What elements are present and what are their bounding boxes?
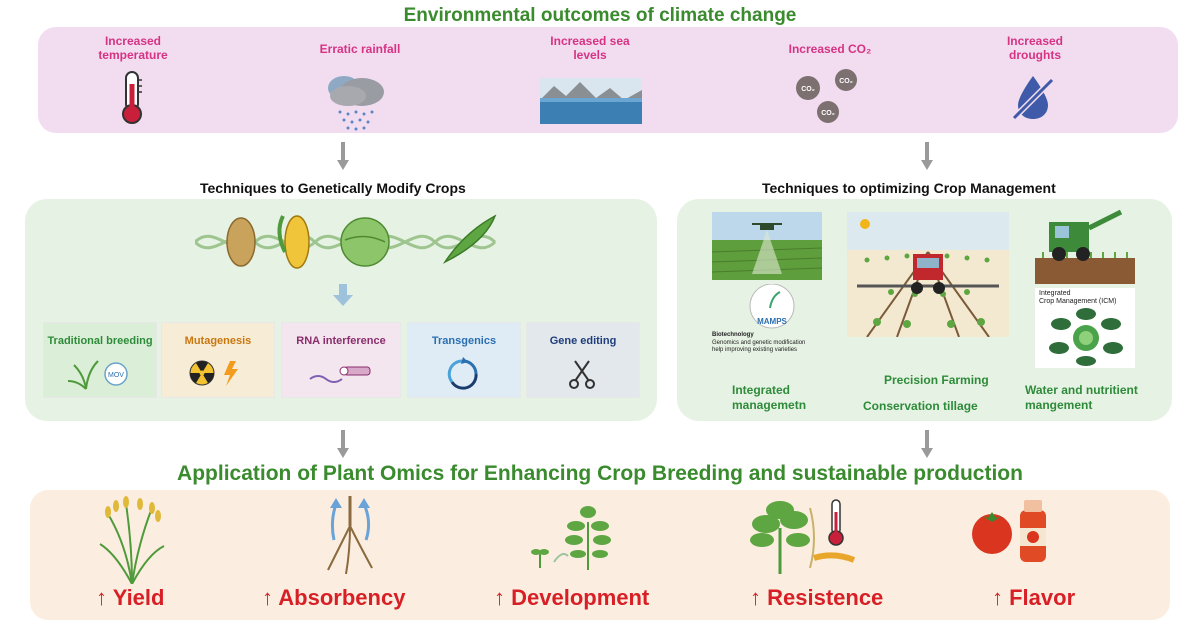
dna-crops-illustration	[195, 214, 497, 269]
page-title: Environmental outcomes of climate change	[403, 5, 797, 26]
technique-label: Gene editing	[549, 335, 617, 347]
down-arrow-icon	[333, 284, 353, 306]
down-arrow-icon	[337, 430, 349, 458]
section-title-genetic: Techniques to Genetically Modify Crops	[200, 180, 466, 196]
outcome-resistence: ↑ Resistence	[750, 585, 884, 610]
wheat-grain-icon	[226, 217, 256, 267]
down-arrow-icon	[921, 142, 933, 170]
application-title: Application of Plant Omics for Enhancing…	[177, 462, 1023, 485]
env-label-rainfall: Erratic rainfall	[319, 42, 401, 56]
icm-title-line1: Integrated	[1039, 290, 1071, 297]
scissors-icon	[569, 360, 595, 389]
env-label-temperature: Increased temperature	[98, 34, 168, 62]
stress-resistance-icon	[750, 499, 856, 574]
biotech-heading: Biotechnology	[712, 332, 754, 338]
biotech-body: Genomics and genetic modification help i…	[712, 340, 806, 353]
outcome-yield: ↑ Yield	[96, 585, 165, 610]
cycle-icon	[447, 357, 478, 390]
co2-icon: CO₂ CO₂ CO₂	[796, 69, 857, 123]
badge-text: MOV	[108, 372, 124, 379]
pea-pod-icon	[442, 214, 497, 264]
cabbage-icon	[340, 217, 390, 267]
corn-icon	[284, 215, 310, 269]
icm-diagram: Integrated Crop Management (ICM)	[1035, 288, 1135, 368]
thermometer-icon	[122, 71, 142, 124]
plant-development-icon	[531, 506, 611, 570]
tomato-juice-icon	[972, 500, 1046, 562]
drone-field-image	[712, 212, 822, 280]
biotech-logo-icon: MAMPS	[749, 284, 795, 329]
no-water-icon	[1011, 76, 1055, 121]
env-label-co2: Increased CO₂	[788, 42, 872, 56]
down-arrow-icon	[921, 430, 933, 458]
section-title-management: Techniques to optimizing Crop Management	[762, 180, 1056, 196]
sea-level-icon	[540, 78, 642, 124]
rice-plant-icon	[99, 496, 165, 584]
technique-label: RNA interference	[296, 335, 386, 347]
down-arrow-icon	[337, 142, 349, 170]
label-precision-farming: Precision Farming	[884, 373, 989, 387]
icm-title-line2: Crop Management (ICM)	[1039, 298, 1117, 305]
technique-label: Traditional breeding	[47, 335, 153, 347]
outcome-development: ↑ Development	[494, 585, 650, 610]
harvester-image	[1035, 209, 1135, 284]
sprout-icon: MOV	[67, 360, 128, 390]
technique-label: Mutagenesis	[184, 335, 252, 347]
outcome-absorbency: ↑ Absorbency	[262, 585, 406, 610]
radiation-icon	[189, 360, 238, 386]
co2-bubble-text: CO₂	[821, 110, 835, 117]
technique-label: Transgenics	[431, 335, 497, 347]
biotech-logo-text: MAMPS	[757, 317, 787, 326]
technique-card-gene-editing[interactable]: Gene editing	[526, 322, 640, 398]
outcome-flavor: ↑ Flavor	[992, 585, 1076, 610]
technique-card-transgenics[interactable]: Transgenics	[407, 322, 521, 398]
co2-bubble-text: CO₂	[839, 78, 853, 85]
rna-icon	[309, 366, 371, 383]
env-label-droughts: Increased droughts	[1006, 34, 1064, 62]
co2-bubble-text: CO₂	[801, 86, 815, 93]
technique-card-traditional-breeding[interactable]: Traditional breeding MOV	[43, 322, 157, 398]
technique-card-mutagenesis[interactable]: Mutagenesis	[161, 322, 275, 398]
root-absorption-icon	[327, 496, 373, 575]
tractor-sprayer-image	[847, 212, 1009, 337]
technique-card-rna-interference[interactable]: RNA interference	[281, 322, 401, 398]
rain-cloud-icon	[328, 76, 384, 131]
icm-cycle-icon	[1049, 308, 1123, 366]
label-conservation-tillage: Conservation tillage	[863, 399, 978, 413]
env-label-sea-levels: Increased sea levels	[550, 34, 630, 62]
label-water-nutrient-management: Water and nutritient mangement	[1025, 383, 1138, 412]
label-integrated-management: Integrated managemetn	[732, 383, 807, 412]
